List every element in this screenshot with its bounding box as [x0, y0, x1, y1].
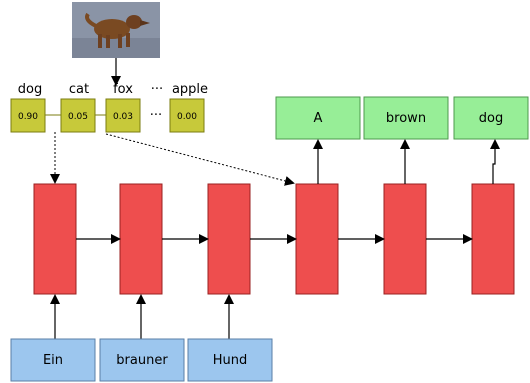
label-dog: dog — [18, 82, 42, 97]
prob-box-apple — [169, 98, 205, 133]
output-box-2 — [363, 96, 449, 140]
output-arrows — [313, 139, 500, 184]
output-word-3: dog — [479, 111, 503, 126]
prob-cat: 0.05 — [68, 112, 88, 122]
input-word-2: brauner — [116, 353, 168, 368]
decoder-outputs: A brown dog — [275, 96, 529, 140]
input-box-1 — [10, 338, 96, 382]
rnn-cell-1 — [33, 183, 77, 295]
rnn-cell-2 — [119, 183, 163, 295]
label-fox: fox — [113, 82, 133, 97]
input-arrows — [50, 294, 234, 339]
label-ellipsis: ··· — [151, 82, 163, 97]
rnn-cell-6 — [471, 183, 515, 295]
rnn-cell-4 — [295, 183, 339, 295]
softmax-labels: dog cat fox ··· apple — [18, 82, 208, 97]
output-word-1: A — [314, 111, 323, 126]
rnn-cell-5 — [383, 183, 427, 295]
dog-photo — [72, 2, 160, 58]
prob-apple: 0.00 — [177, 112, 197, 122]
softmax-vector: 0.90 0.05 0.03 ··· 0.00 — [10, 98, 205, 133]
input-box-2 — [99, 338, 185, 382]
rnn-cell-3 — [207, 183, 251, 295]
label-cat: cat — [69, 82, 89, 97]
prob-ellipsis: ··· — [150, 108, 162, 123]
input-word-3: Hund — [213, 353, 248, 368]
input-word-1: Ein — [43, 353, 63, 368]
prob-dog: 0.90 — [18, 112, 38, 122]
input-box-3 — [187, 338, 273, 382]
dotted-arrow-to-cell-4 — [105, 133, 295, 186]
prob-box-dog — [10, 98, 46, 133]
output-word-2: brown — [386, 111, 426, 126]
prob-fox: 0.03 — [113, 112, 133, 122]
label-apple: apple — [172, 82, 208, 97]
encoder-inputs: Ein brauner Hund — [10, 338, 273, 382]
